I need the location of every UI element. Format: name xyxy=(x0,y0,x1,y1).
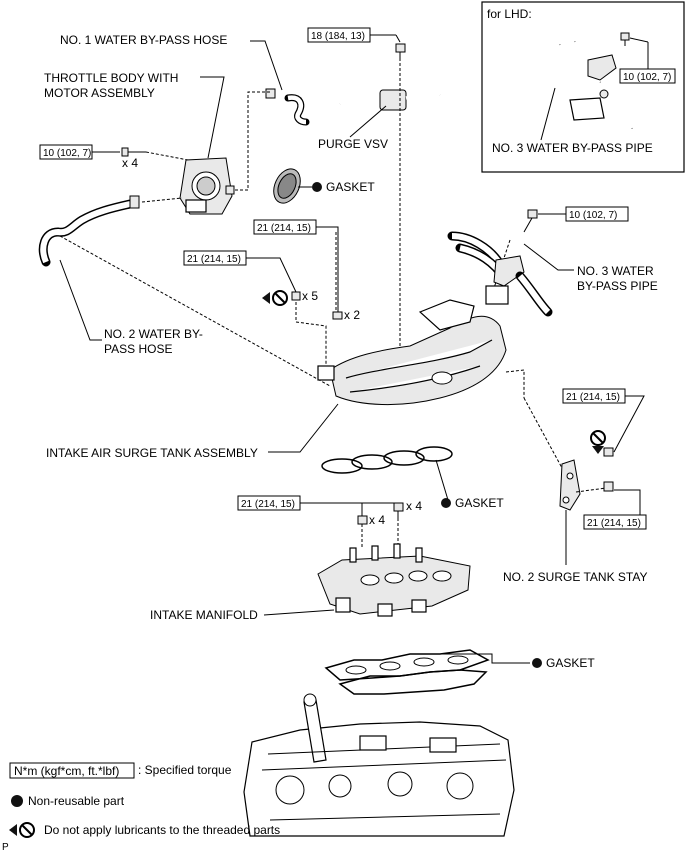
stud-a-torque: 21 (214, 15) xyxy=(187,254,241,265)
lhd-inset-title: for LHD: xyxy=(487,7,532,21)
no3-water-bypass-label-line2: BY-PASS PIPE xyxy=(577,279,658,293)
legend-torque-box: N*m (kgf*cm, ft.*lbf) xyxy=(14,764,119,778)
legend-no-lubricant: Do not apply lubricants to the threaded … xyxy=(44,823,280,837)
no-oil-icon xyxy=(9,822,35,838)
stay-upper-bolt-icon xyxy=(603,447,614,457)
manifold-bolt-icon xyxy=(393,502,404,512)
no1-water-bypass-hose-label: NO. 1 WATER BY-PASS HOSE xyxy=(60,33,227,47)
stay-lower-torque: 21 (214, 15) xyxy=(587,518,641,529)
no2-surge-tank-stay-drawing xyxy=(559,459,581,511)
throttle-bolt-icon xyxy=(121,147,146,157)
manifold-nut-torque: 21 (214, 15) xyxy=(241,499,295,510)
purge-vsv-torque: 18 (184, 13) xyxy=(311,31,365,42)
manifold-nut-qty: x 4 xyxy=(369,513,385,527)
purge-vsv-bolt-icon xyxy=(395,43,406,58)
filled-circle-icon xyxy=(441,498,451,508)
throttle-body-label-line2: MOTOR ASSEMBLY xyxy=(44,86,155,100)
legend-torque-desc: : Specified torque xyxy=(138,763,232,777)
lhd-inset: for LHD: 10 (102, 7) NO. 3 WATER BY-PASS… xyxy=(481,1,685,173)
purge-vsv-drawing xyxy=(339,89,441,111)
throttle-body-drawing xyxy=(179,157,235,215)
stud-b-qty: x 2 xyxy=(344,308,360,322)
stud-a-bolt-icon xyxy=(291,291,301,301)
lhd-bolt-icon xyxy=(620,32,630,46)
stay-lower-bolt-icon xyxy=(603,481,614,492)
no2-water-bypass-hose-drawing xyxy=(38,195,140,267)
engine-block-drawing xyxy=(243,693,515,837)
lhd-torque-label: 10 (102, 7) xyxy=(623,72,671,83)
no2-water-bypass-label-line1: NO. 2 WATER BY- xyxy=(104,327,203,341)
no2-surge-tank-stay-label: NO. 2 SURGE TANK STAY xyxy=(503,570,647,584)
legend: N*m (kgf*cm, ft.*lbf) : Specified torque… xyxy=(9,762,280,838)
stud-b-torque: 21 (214, 15) xyxy=(257,223,311,234)
pipe-bolt-torque: 10 (102, 7) xyxy=(569,210,617,221)
throttle-gasket-drawing xyxy=(273,168,301,204)
manifold-bolt-qty: x 4 xyxy=(406,499,422,513)
no-oil-icon xyxy=(262,290,288,306)
manifold-nut-icon xyxy=(357,515,368,525)
no3-water-bypass-label-line1: NO. 3 WATER xyxy=(577,264,654,278)
throttle-body-torque: 10 (102, 7) xyxy=(43,148,91,159)
manifold-gasket-drawing xyxy=(324,649,490,695)
legend-nonreusable: Non-reusable part xyxy=(28,794,125,808)
stud-a-qty: x 5 xyxy=(302,289,318,303)
filled-circle-icon xyxy=(11,795,23,807)
throttle-body-qty: x 4 xyxy=(122,156,138,170)
no3-water-bypass-pipe-drawing xyxy=(447,231,553,317)
lhd-water-pipe-drawing xyxy=(557,41,635,129)
no1-water-bypass-hose-drawing xyxy=(265,88,310,126)
gasket-mid-label: GASKET xyxy=(455,496,504,510)
no-oil-icon xyxy=(590,430,606,454)
stay-upper-torque: 21 (214, 15) xyxy=(566,392,620,403)
intake-manifold-drawing xyxy=(317,543,471,617)
lhd-pipe-label: NO. 3 WATER BY-PASS PIPE xyxy=(492,141,653,155)
no2-water-bypass-label-line2: PASS HOSE xyxy=(104,342,172,356)
filled-circle-icon xyxy=(312,182,322,192)
corner-mark: P xyxy=(2,842,9,852)
filled-circle-icon xyxy=(532,658,542,668)
stud-b-nut-icon xyxy=(332,311,343,320)
intake-surge-tank-label: INTAKE AIR SURGE TANK ASSEMBLY xyxy=(46,446,258,460)
gasket-bottom-label: GASKET xyxy=(546,656,595,670)
surge-tank-gasket-drawing xyxy=(321,446,453,474)
intake-manifold-label: INTAKE MANIFOLD xyxy=(150,608,258,622)
intake-air-surge-tank-drawing xyxy=(317,299,507,406)
purge-vsv-label: PURGE VSV xyxy=(318,137,388,151)
throttle-body-label-line1: THROTTLE BODY WITH xyxy=(44,71,178,85)
gasket-top-label: GASKET xyxy=(326,180,375,194)
pipe-bolt-icon xyxy=(523,209,538,233)
